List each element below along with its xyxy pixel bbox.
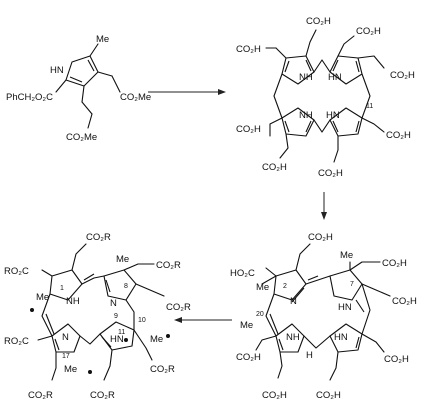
hn-label: HN	[334, 332, 348, 343]
acid-label: CO₂H	[306, 16, 331, 27]
ester-left-label: RO₂C	[4, 266, 29, 277]
label-dot	[30, 308, 34, 312]
methyl-label: Me	[36, 292, 49, 303]
acid-label: CO₂H	[316, 390, 341, 401]
h-label: H	[306, 350, 313, 361]
nh-label: NH	[286, 332, 300, 343]
acid-label: CO₂H	[262, 390, 287, 401]
ester-bond	[55, 79, 67, 93]
acid-label: CO₂H	[262, 162, 287, 173]
ring-a	[273, 269, 307, 301]
pyrrole-double-bond	[69, 76, 83, 83]
methyl-label: Me	[116, 254, 129, 265]
pyrrole-ring-b	[329, 55, 363, 85]
hn-label: HN	[338, 302, 352, 313]
acid-label: CO₂H	[382, 258, 407, 269]
position-7-label: 7	[350, 281, 354, 288]
position-10-label: 10	[138, 317, 146, 324]
methyl-label: Me	[150, 334, 163, 345]
benzyl-ester-label: PhCH₂O₂C	[6, 92, 53, 103]
ring-b	[329, 269, 363, 301]
nh-label: NH	[66, 296, 80, 307]
ester-label: CO₂R	[166, 302, 191, 313]
position-8-label: 8	[124, 283, 128, 290]
pyrrole-ring-a	[281, 55, 315, 85]
position-1-label: 1	[60, 285, 64, 292]
meso-bridge	[273, 73, 283, 119]
methyl-ester-bottom: CO₂Me	[66, 132, 97, 143]
acid-label: CO₂H	[236, 124, 261, 135]
ester-label: CO₂R	[156, 260, 181, 271]
position-11-label: 11	[366, 103, 373, 110]
starting-pyrrole: Me HN CO₂Me PhCH₂O₂C CO₂Me	[6, 34, 151, 143]
nh-label: NH	[299, 110, 313, 121]
side-chain	[87, 113, 93, 129]
position-11-label: 11	[118, 329, 125, 336]
position-9-label: 9	[114, 313, 118, 320]
uroporphyrinogen: NH HN NH HN 11 CO₂H CO₂H CO₂H CO₂H CO₂H	[236, 16, 415, 179]
pyrrole-ring-c	[329, 107, 363, 137]
n-label: N	[290, 296, 297, 307]
ring-b	[103, 269, 137, 301]
methylated-product: NH N N HN 1 8 9 10 11 17 Me Me Me Me CO₂…	[4, 232, 191, 401]
meso-bridge	[313, 119, 331, 133]
reaction-arrow-2	[321, 192, 327, 220]
nh-label: NH	[299, 72, 313, 83]
acid-left-label: HO₂C	[230, 268, 255, 279]
ester-left-label: RO₂C	[4, 336, 29, 347]
position-17-label: 17	[62, 353, 70, 360]
methylated-intermediate: N HN NH HN H 2 7 20 Me Me Me CO₂H HO₂C C…	[230, 232, 417, 401]
acid-label: CO₂H	[308, 232, 333, 243]
meso-bridge	[361, 73, 371, 119]
position-20-label: 20	[256, 311, 264, 318]
methyl-ester-right: CO₂Me	[120, 92, 151, 103]
hn-label: HN	[110, 334, 124, 345]
pyrrole-double-bond	[87, 59, 95, 72]
ester-label: CO₂R	[28, 390, 53, 401]
label-dot	[124, 338, 128, 342]
methyl-label: Me	[96, 34, 109, 45]
methyl-label: Me	[256, 282, 269, 293]
side-chain	[81, 101, 93, 115]
meso-bridge	[313, 59, 331, 73]
nh-label: HN	[50, 65, 64, 76]
hn-label: HN	[328, 72, 342, 83]
n-label: N	[110, 298, 117, 309]
ring-d	[51, 323, 81, 353]
acid-label: CO₂H	[390, 70, 415, 81]
acid-label: CO₂H	[384, 354, 409, 365]
acid-label: CO₂H	[392, 296, 417, 307]
methyl-bond	[89, 43, 99, 57]
n-label: N	[62, 332, 69, 343]
methyl-label: Me	[340, 250, 353, 261]
reaction-arrow-1	[148, 89, 226, 95]
methyl-label: Me	[64, 364, 77, 375]
methyl-label: Me	[240, 320, 253, 331]
ester-label: CO₂R	[90, 390, 115, 401]
ester-label: CO₂R	[150, 364, 175, 375]
pyrrole-ring	[65, 55, 99, 87]
ring-c	[329, 323, 363, 353]
ring-c	[99, 321, 135, 351]
ester-label: CO₂R	[86, 232, 111, 243]
reaction-arrow-3	[174, 317, 232, 323]
hn-label: HN	[326, 110, 340, 121]
acid-label: CO₂H	[356, 26, 381, 37]
acid-label: CO₂H	[236, 44, 261, 55]
ring-a	[49, 269, 83, 301]
acid-label: CO₂H	[386, 130, 411, 141]
pyrrole-ring-d	[281, 107, 315, 137]
position-2-label: 2	[283, 283, 287, 290]
acid-label: CO₂H	[318, 168, 343, 179]
acid-label: CO₂H	[236, 352, 261, 363]
side-chain	[97, 71, 113, 77]
side-chain	[81, 85, 85, 103]
ring-d	[275, 323, 305, 353]
label-dot	[88, 370, 92, 374]
side-chain	[111, 75, 121, 93]
label-dot	[166, 334, 170, 338]
